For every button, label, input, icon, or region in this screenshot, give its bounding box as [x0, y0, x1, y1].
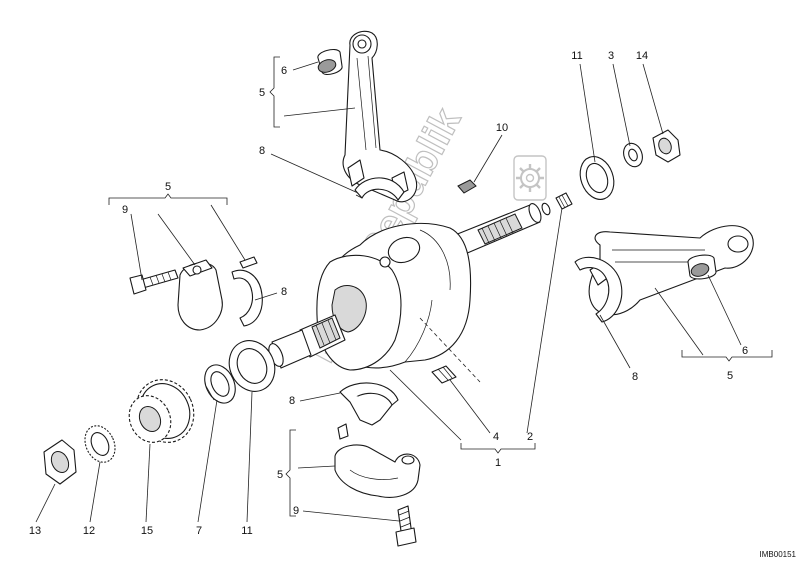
- callout-6-top: 6: [281, 65, 287, 77]
- bracket-5-right: [681, 350, 773, 362]
- upper-connecting-rod: [342, 30, 418, 203]
- callout-14: 14: [636, 50, 648, 62]
- drawing-code: IMB00151: [760, 550, 797, 559]
- nut-14: [652, 129, 681, 163]
- bearing-cap-left: [177, 259, 223, 331]
- bracket-5-top: [269, 56, 280, 128]
- callout-13: 13: [29, 525, 41, 537]
- plug-4: [431, 365, 457, 384]
- bearing-shell-left: [231, 269, 263, 327]
- dowel-pin-left: [239, 256, 258, 269]
- callout-15: 15: [141, 525, 153, 537]
- callout-labels: 6 5 8 10 11 3 14 5 9 8 6 8 5 4 2 1 8 5 9…: [29, 50, 748, 537]
- callout-9-bottom: 9: [293, 505, 299, 517]
- callout-11-top: 11: [571, 50, 582, 62]
- callout-8-right: 8: [632, 371, 638, 383]
- bracket-1: [460, 443, 536, 454]
- callout-5-bottom: 5: [277, 469, 283, 481]
- callout-8-bottom: 8: [289, 395, 295, 407]
- callout-7: 7: [196, 525, 202, 537]
- callout-6-right: 6: [742, 345, 748, 357]
- thrust-washer-11-bottom: [228, 340, 276, 392]
- bracket-5-left: [108, 193, 228, 205]
- callout-4: 4: [493, 431, 499, 443]
- bearing-shell-top: [354, 177, 405, 201]
- callout-3: 3: [608, 50, 614, 62]
- callout-5-left: 5: [165, 181, 171, 193]
- bolt-9-left: [129, 269, 179, 295]
- callout-2: 2: [527, 431, 533, 443]
- spacer-7: [204, 364, 236, 404]
- callout-11-bottom: 11: [241, 525, 252, 537]
- thrust-washer-11-top: [579, 156, 615, 200]
- callout-10: 10: [496, 122, 508, 134]
- leader-lines: [35, 61, 742, 523]
- ring-nut-13: [43, 439, 77, 485]
- dowel-pin-bottom: [337, 423, 349, 440]
- gear-icon: [513, 155, 547, 201]
- washer-3: [623, 142, 643, 168]
- callout-1: 1: [495, 457, 501, 469]
- bearing-cap-bottom: [334, 444, 421, 498]
- small-end-bushing-right: [687, 254, 717, 280]
- dowel-10: [457, 179, 477, 194]
- callout-8-top: 8: [259, 145, 265, 157]
- bracket-5-bottom: [285, 429, 296, 517]
- crankshaft: [234, 202, 551, 383]
- brackets: [108, 56, 773, 517]
- callout-9-left: 9: [122, 204, 128, 216]
- bearing-shell-right: [574, 256, 623, 323]
- plug-2: [555, 192, 573, 210]
- small-end-bushing-top: [317, 49, 343, 75]
- callout-8-left: 8: [281, 286, 287, 298]
- callout-12: 12: [83, 525, 95, 537]
- callout-5-top: 5: [259, 87, 265, 99]
- timing-gear-15: [128, 379, 195, 443]
- right-connecting-rod: [588, 225, 754, 316]
- bearing-shell-bottom: [339, 382, 399, 426]
- bolt-9-bottom: [395, 505, 417, 547]
- callout-5-right: 5: [727, 370, 733, 382]
- lock-washer-12: [84, 425, 116, 463]
